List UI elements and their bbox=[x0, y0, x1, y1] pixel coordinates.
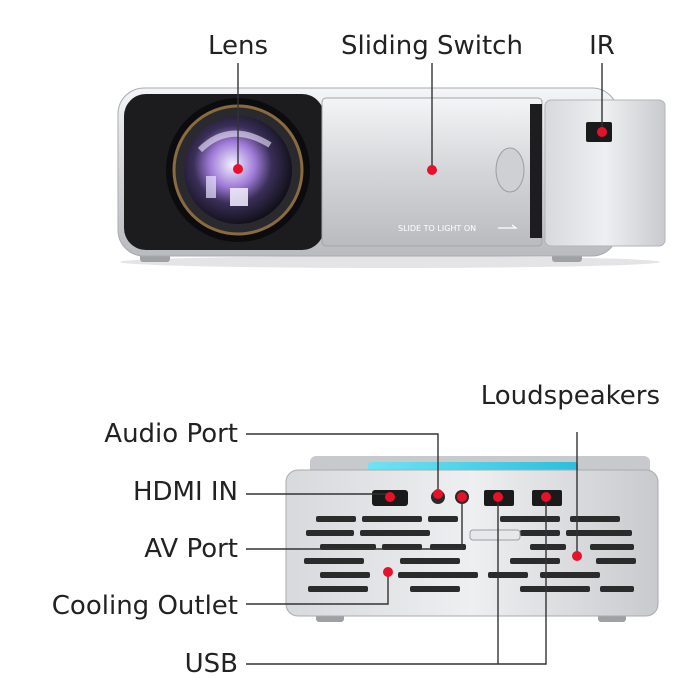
leader-usb-2 bbox=[246, 497, 547, 665]
leader-av-port bbox=[246, 497, 463, 550]
marker-usb-1 bbox=[493, 492, 503, 502]
marker-hdmi-in bbox=[385, 492, 395, 502]
label-ir: IR bbox=[589, 31, 615, 61]
label-sliding-switch: Sliding Switch bbox=[341, 31, 523, 61]
marker-sliding-switch bbox=[427, 165, 437, 175]
marker-loudspeakers bbox=[572, 551, 582, 561]
rear-body bbox=[285, 469, 659, 617]
label-usb: USB bbox=[185, 649, 238, 679]
slide-arrow-icon bbox=[498, 224, 518, 229]
leader-audio-port bbox=[246, 433, 439, 494]
projector-rear-view bbox=[285, 456, 659, 622]
marker-lens bbox=[233, 164, 243, 174]
slider-knob bbox=[495, 147, 525, 193]
projector-front-view: SLIDE TO LIGHT ON bbox=[117, 87, 666, 268]
leader-cooling-outlet bbox=[246, 572, 389, 605]
slide-hint-text: SLIDE TO LIGHT ON bbox=[398, 224, 476, 233]
marker-usb-2 bbox=[541, 492, 551, 502]
marker-cooling-outlet bbox=[383, 567, 393, 577]
label-loudspeakers: Loudspeakers bbox=[481, 381, 660, 411]
label-lens: Lens bbox=[208, 31, 268, 61]
marker-audio-port bbox=[433, 489, 443, 499]
slider-gap bbox=[530, 104, 542, 238]
label-audio-port: Audio Port bbox=[104, 419, 238, 449]
marker-ir bbox=[597, 127, 607, 137]
front-rear-block bbox=[544, 99, 666, 247]
front-annotations: Lens Sliding Switch IR bbox=[208, 31, 615, 175]
marker-av-port bbox=[457, 492, 467, 502]
label-av-port: AV Port bbox=[144, 534, 238, 564]
rear-annotations: Loudspeakers Audio Port HDMI IN AV Port … bbox=[52, 381, 660, 679]
label-hdmi-in: HDMI IN bbox=[133, 477, 238, 507]
label-cooling-outlet: Cooling Outlet bbox=[52, 591, 238, 621]
